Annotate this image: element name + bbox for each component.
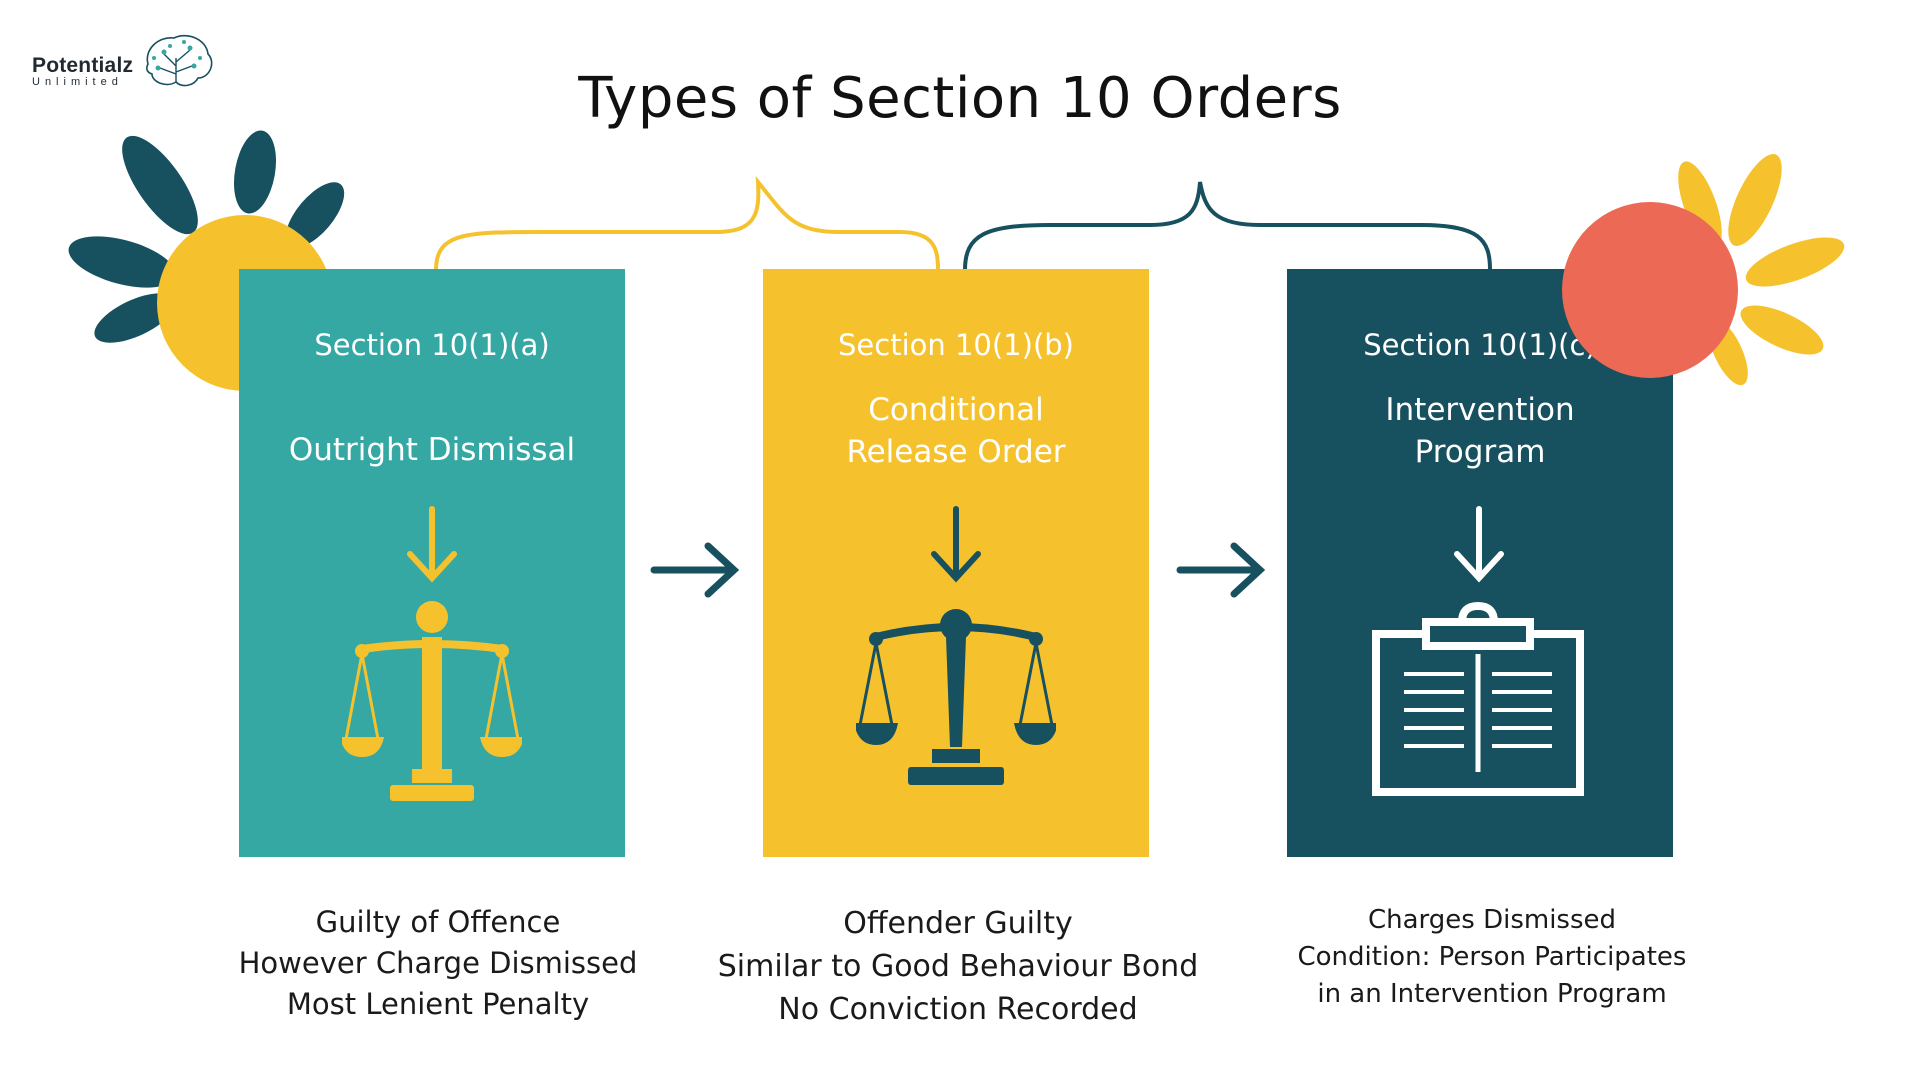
down-arrow-icon <box>931 506 981 583</box>
scales-icon <box>856 609 1056 785</box>
card-section-label: Section 10(1)(a) <box>314 328 550 362</box>
down-arrow-icon <box>407 506 457 583</box>
logo-name: Potentialz <box>32 54 134 77</box>
clipboard-icon <box>1372 602 1584 796</box>
bracket-connector-navy <box>963 181 1492 271</box>
coral-sun-icon <box>1562 202 1738 378</box>
card-title: Intervention Program <box>1385 392 1575 470</box>
brain-tree-icon <box>146 34 213 87</box>
flow-arrow-right-icon <box>1176 542 1266 598</box>
bracket-connector-yellow <box>434 175 940 271</box>
card-description: Offender Guilty Similar to Good Behaviou… <box>717 906 1199 1027</box>
flow-arrow-right-icon <box>650 542 740 598</box>
card-conditional-release: Section 10(1)(b) Conditional Release Ord… <box>763 269 1149 857</box>
scales-icon <box>342 601 522 801</box>
card-title: Conditional Release Order <box>846 392 1066 470</box>
card-outright-dismissal: Section 10(1)(a) Outright Dismissal <box>239 269 625 857</box>
page-title: Types of Section 10 Orders <box>578 66 1342 131</box>
left-leaves-icon <box>68 130 345 343</box>
card-description: Charges Dismissed Condition: Person Part… <box>1297 905 1687 1009</box>
card-section-label: Section 10(1)(b) <box>838 328 1074 362</box>
logo-tagline: Unlimited <box>32 76 123 88</box>
card-section-label: Section 10(1)(c) <box>1363 328 1597 362</box>
down-arrow-icon <box>1454 506 1504 583</box>
card-description: Guilty of Offence However Charge Dismiss… <box>238 905 638 1021</box>
card-title: Outright Dismissal <box>288 432 576 468</box>
